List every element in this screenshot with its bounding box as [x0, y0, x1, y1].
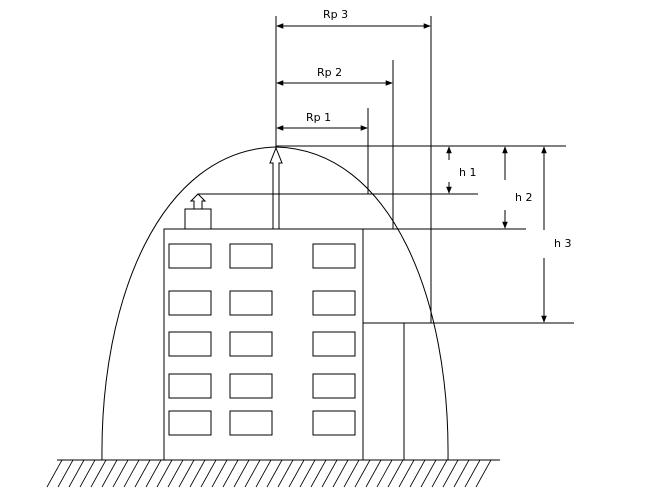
hatch-line: [222, 459, 239, 488]
hatch-line: [167, 459, 184, 488]
hatch-line: [453, 459, 470, 488]
rp2-label: Rp 2: [317, 66, 342, 79]
hatch-line: [354, 459, 371, 488]
rp3-label: Rp 3: [323, 8, 348, 21]
hatch-line: [398, 459, 415, 488]
hatch-line: [200, 459, 217, 488]
window: [229, 243, 273, 269]
small-rod-arrow: [189, 193, 207, 210]
window: [312, 331, 356, 357]
annex-building: [362, 322, 405, 461]
window: [229, 410, 273, 436]
window: [229, 290, 273, 316]
window: [168, 410, 212, 436]
ground: [46, 459, 500, 488]
hatch-line: [365, 459, 382, 488]
hatch-line: [431, 459, 448, 488]
hatch-line: [244, 459, 261, 488]
hatch-line: [255, 459, 272, 488]
window: [168, 290, 212, 316]
hatch-line: [134, 459, 151, 488]
h2-label: h 2: [515, 191, 532, 204]
hatch-line: [321, 459, 338, 488]
hatch-line: [90, 459, 107, 488]
radius-extent-lines: [275, 16, 432, 323]
hatch-line: [123, 459, 140, 488]
window: [229, 331, 273, 357]
hatch-line: [112, 459, 129, 488]
hatch-line: [101, 459, 118, 488]
hatch-line: [79, 459, 96, 488]
hatch-line: [266, 459, 283, 488]
hatch-line: [376, 459, 393, 488]
hatch-line: [299, 459, 316, 488]
hatch-line: [156, 459, 173, 488]
window: [229, 373, 273, 399]
hatch-line: [475, 459, 492, 488]
hatch-line: [68, 459, 85, 488]
window: [312, 243, 356, 269]
hatch-line: [57, 459, 74, 488]
building-windows: [168, 243, 356, 436]
hatch-line: [464, 459, 481, 488]
hatch-line: [332, 459, 349, 488]
window: [168, 373, 212, 399]
window: [312, 290, 356, 316]
roof-box: [184, 208, 212, 230]
window: [312, 373, 356, 399]
rp1-label: Rp 1: [306, 111, 331, 124]
hatch-line: [387, 459, 404, 488]
hatch-line: [288, 459, 305, 488]
radius-dimensions: Rp 3 Rp 2 Rp 1: [276, 8, 431, 131]
hatch-line: [420, 459, 437, 488]
hatch-line: [442, 459, 459, 488]
main-building: [163, 228, 364, 461]
hatch-line: [233, 459, 250, 488]
hatch-line: [211, 459, 228, 488]
hatch-line: [145, 459, 162, 488]
hatch-line: [46, 459, 63, 488]
hatch-line: [277, 459, 294, 488]
window: [312, 410, 356, 436]
hatch-line: [409, 459, 426, 488]
window: [168, 331, 212, 357]
window: [168, 243, 212, 269]
h3-label: h 3: [554, 237, 571, 250]
hatch-line: [189, 459, 206, 488]
roof-structure: [184, 193, 212, 230]
hatch-line: [310, 459, 327, 488]
h1-label: h 1: [459, 166, 476, 179]
hatch-line: [178, 459, 195, 488]
height-dimensions: h 1 h 2 h 3: [446, 146, 571, 323]
height-reference-lines: [198, 145, 574, 324]
lightning-rod: [269, 146, 283, 230]
ground-hatching: [46, 459, 492, 488]
hatch-line: [343, 459, 360, 488]
